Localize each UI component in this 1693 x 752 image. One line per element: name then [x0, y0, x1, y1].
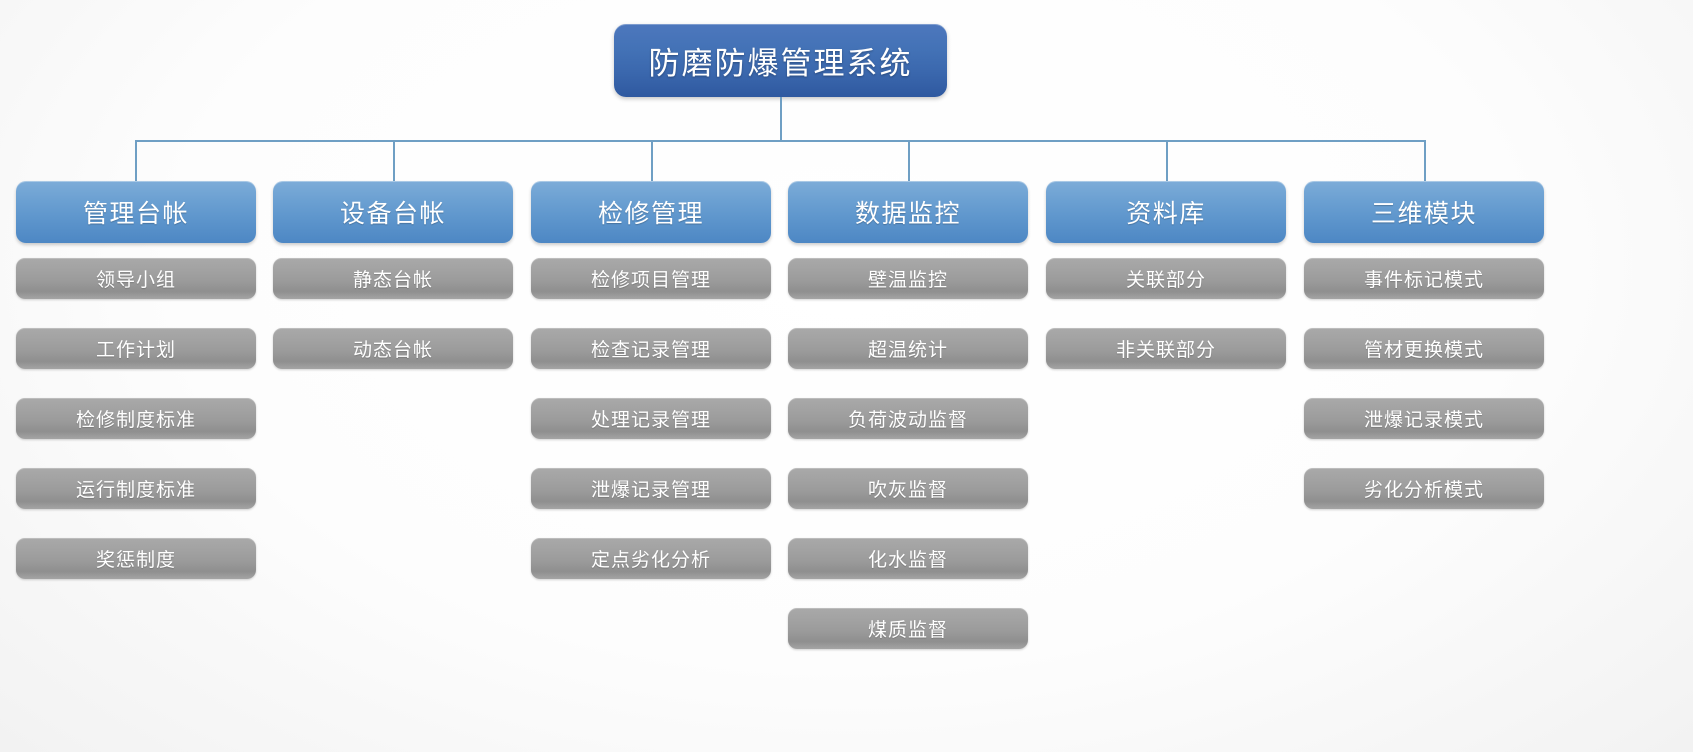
list-item[interactable]: 泄爆记录模式 [1304, 398, 1544, 439]
connector-drop-3 [651, 140, 653, 182]
root-node-system[interactable]: 防磨防爆管理系统 [614, 24, 947, 97]
branch-node-label: 管理台帐 [82, 200, 189, 228]
child-node-label: 非关联部分 [1115, 340, 1216, 361]
connector-drop-4 [908, 140, 910, 182]
connector-drop-6 [1424, 140, 1426, 182]
connector-drop-1 [135, 140, 137, 182]
branch-node-label: 资料库 [1126, 200, 1206, 228]
child-node-label: 检修制度标准 [75, 410, 196, 431]
branch-node-data-library[interactable]: 资料库 [1046, 181, 1286, 243]
list-item[interactable]: 负荷波动监督 [788, 398, 1028, 439]
list-item[interactable]: 处理记录管理 [531, 398, 771, 439]
child-node-label: 静态台帐 [352, 270, 433, 291]
child-node-label: 工作计划 [95, 340, 176, 361]
list-item[interactable]: 检修制度标准 [16, 398, 256, 439]
branch-node-equipment-ledger[interactable]: 设备台帐 [273, 181, 513, 243]
child-node-label: 吹灰监督 [867, 480, 948, 501]
list-item[interactable]: 动态台帐 [273, 328, 513, 369]
child-node-label: 运行制度标准 [75, 480, 196, 501]
branch-column-data-monitoring: 数据监控 壁温监控 超温统计 负荷波动监督 吹灰监督 化水监督 煤质监督 [788, 181, 1028, 678]
child-node-label: 事件标记模式 [1363, 270, 1484, 291]
list-item[interactable]: 运行制度标准 [16, 468, 256, 509]
child-node-label: 化水监督 [867, 550, 948, 571]
list-item[interactable]: 吹灰监督 [788, 468, 1028, 509]
branch-column-maintenance-management: 检修管理 检修项目管理 检查记录管理 处理记录管理 泄爆记录管理 定点劣化分析 [531, 181, 771, 608]
list-item[interactable]: 奖惩制度 [16, 538, 256, 579]
child-list: 关联部分 非关联部分 [1046, 258, 1286, 369]
child-node-label: 关联部分 [1125, 270, 1206, 291]
list-item[interactable]: 壁温监控 [788, 258, 1028, 299]
child-node-label: 泄爆记录模式 [1363, 410, 1484, 431]
list-item[interactable]: 事件标记模式 [1304, 258, 1544, 299]
branch-node-label: 数据监控 [854, 200, 961, 228]
branch-node-maintenance-management[interactable]: 检修管理 [531, 181, 771, 243]
list-item[interactable]: 定点劣化分析 [531, 538, 771, 579]
list-item[interactable]: 领导小组 [16, 258, 256, 299]
child-list: 事件标记模式 管材更换模式 泄爆记录模式 劣化分析模式 [1304, 258, 1544, 509]
child-node-label: 煤质监督 [867, 620, 948, 641]
child-list: 检修项目管理 检查记录管理 处理记录管理 泄爆记录管理 定点劣化分析 [531, 258, 771, 579]
list-item[interactable]: 超温统计 [788, 328, 1028, 369]
connector-drop-2 [393, 140, 395, 182]
child-node-label: 定点劣化分析 [590, 550, 711, 571]
branch-node-3d-module[interactable]: 三维模块 [1304, 181, 1544, 243]
child-node-label: 超温统计 [867, 340, 948, 361]
child-node-label: 劣化分析模式 [1363, 480, 1484, 501]
child-node-label: 领导小组 [95, 270, 176, 291]
branch-node-label: 设备台帐 [339, 200, 446, 228]
child-node-label: 检查记录管理 [590, 340, 711, 361]
list-item[interactable]: 劣化分析模式 [1304, 468, 1544, 509]
child-list: 静态台帐 动态台帐 [273, 258, 513, 369]
branch-column-data-library: 资料库 关联部分 非关联部分 [1046, 181, 1286, 398]
child-node-label: 泄爆记录管理 [590, 480, 711, 501]
list-item[interactable]: 工作计划 [16, 328, 256, 369]
list-item[interactable]: 化水监督 [788, 538, 1028, 579]
list-item[interactable]: 检修项目管理 [531, 258, 771, 299]
list-item[interactable]: 静态台帐 [273, 258, 513, 299]
child-list: 壁温监控 超温统计 负荷波动监督 吹灰监督 化水监督 煤质监督 [788, 258, 1028, 649]
root-node-label: 防磨防爆管理系统 [648, 46, 913, 81]
branch-node-management-ledger[interactable]: 管理台帐 [16, 181, 256, 243]
child-node-label: 壁温监控 [867, 270, 948, 291]
branch-column-equipment-ledger: 设备台帐 静态台帐 动态台帐 [273, 181, 513, 398]
list-item[interactable]: 检查记录管理 [531, 328, 771, 369]
branch-node-label: 三维模块 [1370, 200, 1477, 228]
branch-column-management-ledger: 管理台帐 领导小组 工作计划 检修制度标准 运行制度标准 奖惩制度 [16, 181, 256, 608]
child-node-label: 奖惩制度 [95, 550, 176, 571]
child-node-label: 处理记录管理 [590, 410, 711, 431]
connector-horizontal-bus [135, 140, 1425, 142]
child-node-label: 动态台帐 [352, 340, 433, 361]
connector-drop-5 [1166, 140, 1168, 182]
list-item[interactable]: 非关联部分 [1046, 328, 1286, 369]
child-node-label: 管材更换模式 [1363, 340, 1484, 361]
branch-node-data-monitoring[interactable]: 数据监控 [788, 181, 1028, 243]
list-item[interactable]: 煤质监督 [788, 608, 1028, 649]
child-node-label: 负荷波动监督 [847, 410, 968, 431]
list-item[interactable]: 关联部分 [1046, 258, 1286, 299]
branch-node-label: 检修管理 [597, 200, 704, 228]
connector-root-stem [780, 97, 782, 141]
child-node-label: 检修项目管理 [590, 270, 711, 291]
list-item[interactable]: 管材更换模式 [1304, 328, 1544, 369]
child-list: 领导小组 工作计划 检修制度标准 运行制度标准 奖惩制度 [16, 258, 256, 579]
list-item[interactable]: 泄爆记录管理 [531, 468, 771, 509]
branch-column-3d-module: 三维模块 事件标记模式 管材更换模式 泄爆记录模式 劣化分析模式 [1304, 181, 1544, 538]
